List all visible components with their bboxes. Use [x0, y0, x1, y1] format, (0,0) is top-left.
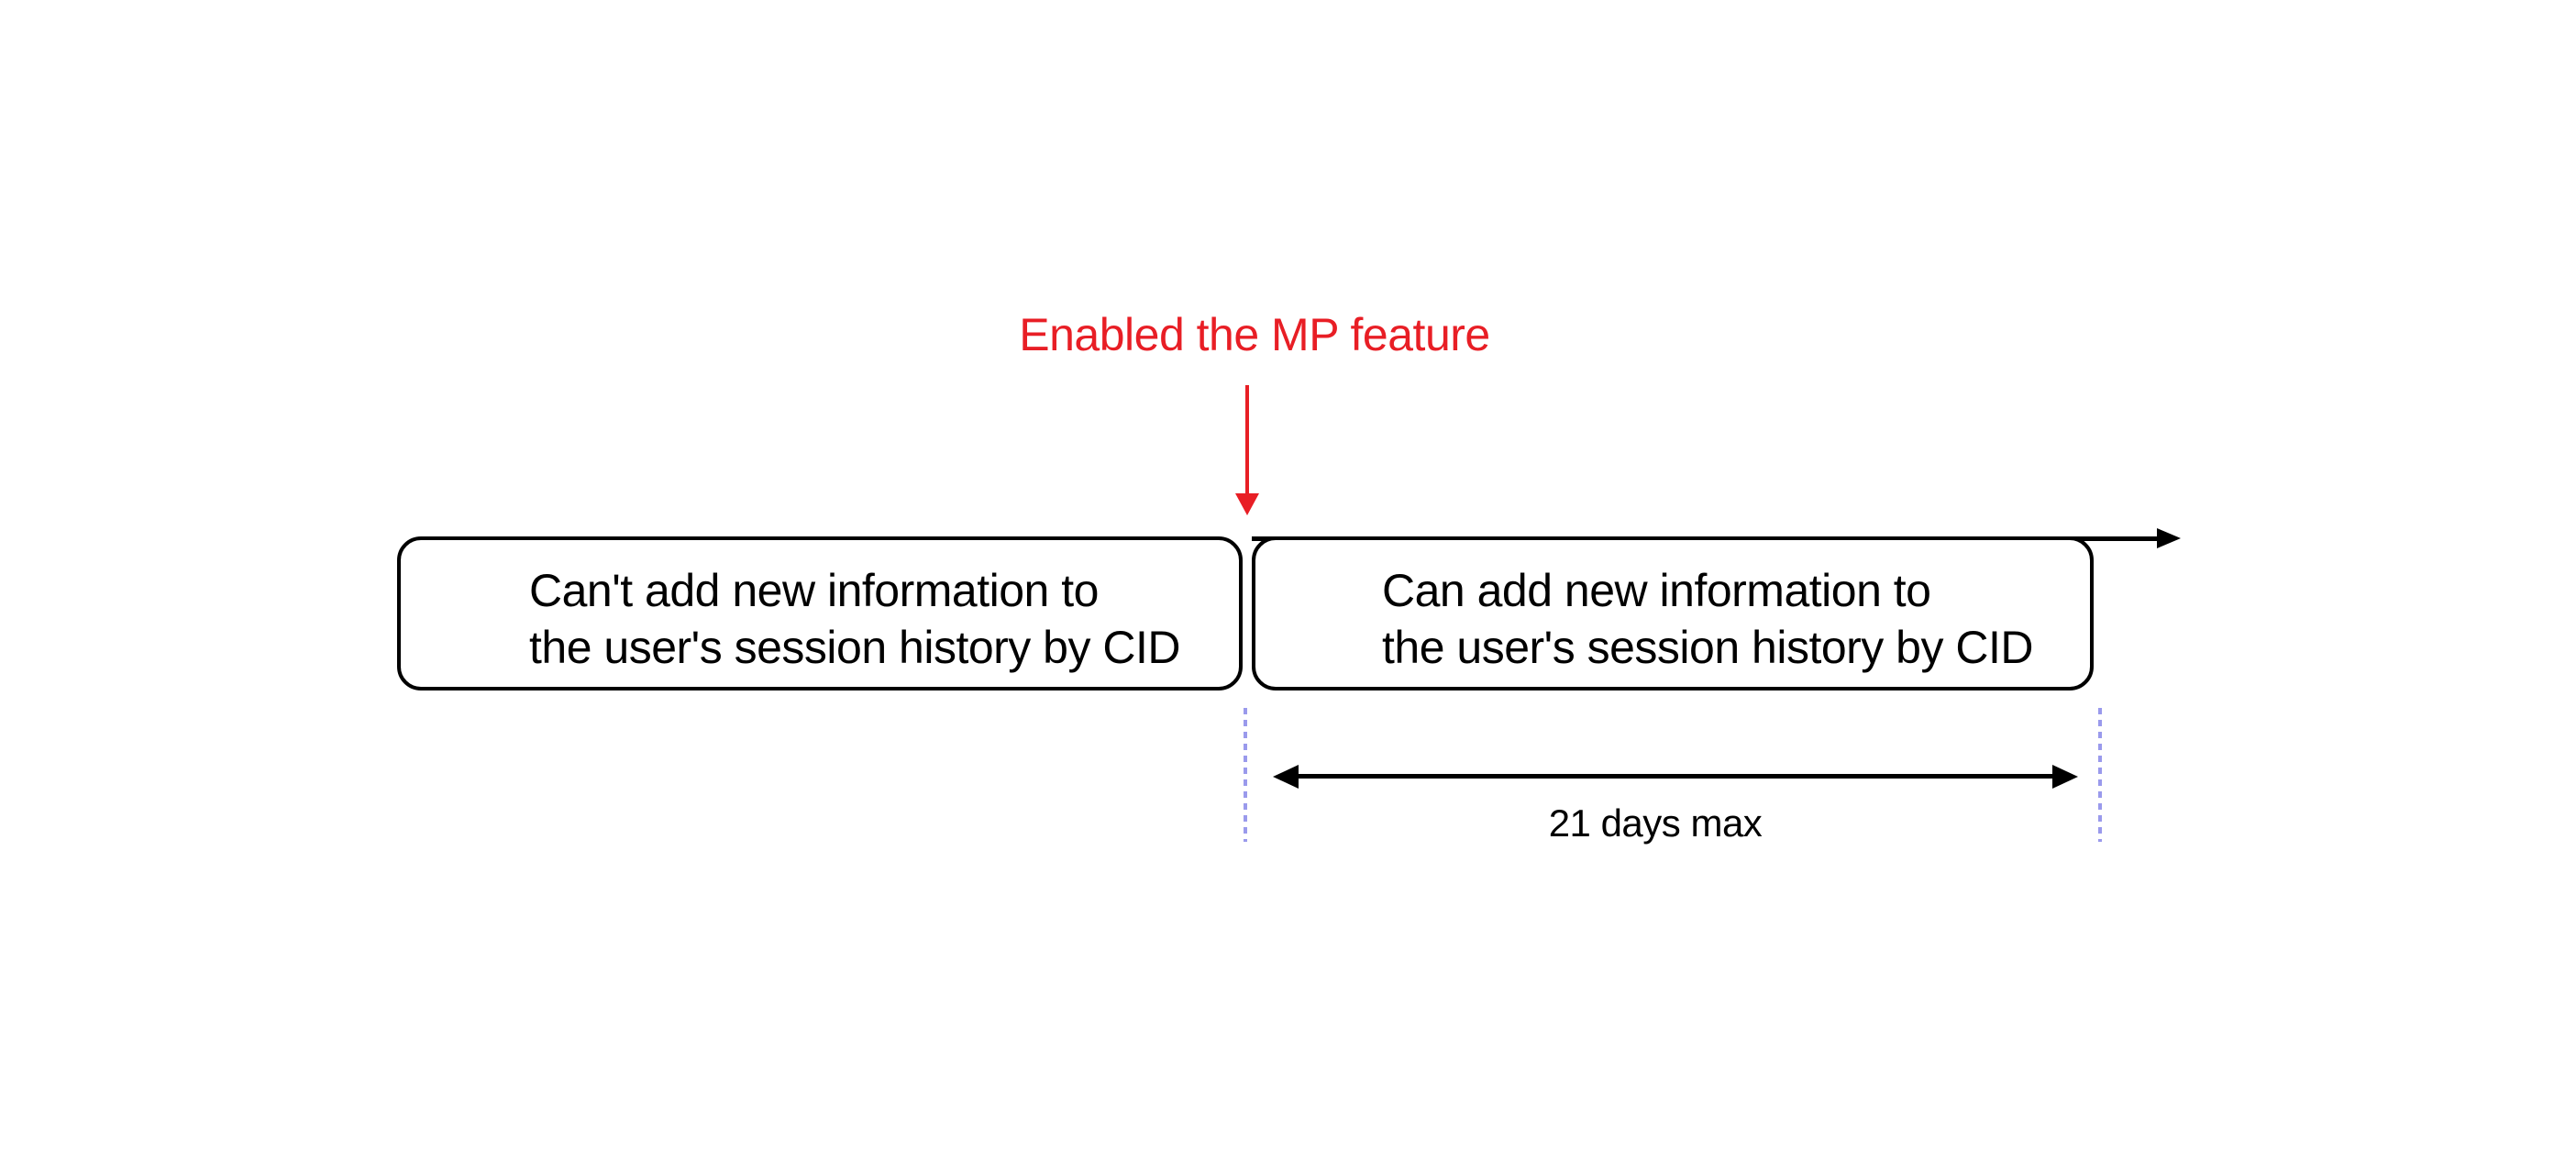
box-before-line2: the user's session history by CID [529, 622, 1181, 673]
timeline-axis-arrowhead [2157, 528, 2181, 548]
duration-arrow-right-head [2052, 765, 2078, 789]
duration-arrow-shaft [1293, 774, 2054, 779]
annotation-down-arrow-shaft [1245, 385, 1249, 495]
box-before-mp-enabled: Can't add new information to the user's … [397, 536, 1243, 690]
duration-boundary-left-dashed-line [1244, 708, 1247, 842]
box-after-line1: Can add new information to [1382, 565, 1931, 616]
annotation-label: Enabled the MP feature [1019, 309, 1490, 360]
box-before-line1: Can't add new information to [529, 565, 1099, 616]
box-after-line2: the user's session history by CID [1382, 622, 2034, 673]
duration-boundary-right-dashed-line [2098, 708, 2102, 842]
box-after-mp-enabled: Can add new information to the user's se… [1252, 536, 2094, 690]
duration-label: 21 days max [1548, 801, 1763, 845]
annotation-down-arrow-head [1235, 493, 1259, 515]
